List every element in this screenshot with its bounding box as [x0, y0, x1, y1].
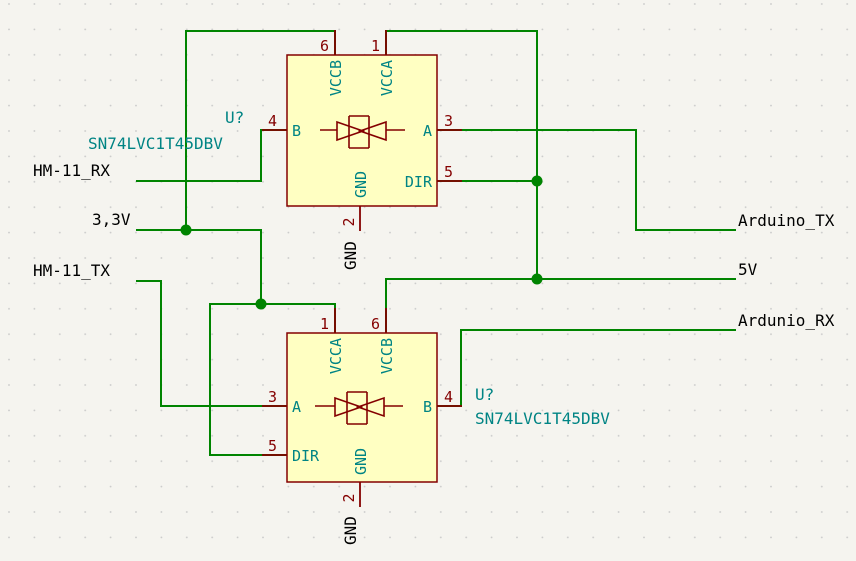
- u2-pin-name-b: B: [423, 398, 432, 416]
- u2-level-shifter-symbol: [315, 391, 403, 425]
- junction-dot: [531, 175, 543, 187]
- u2-pin-number-dir: 5: [268, 437, 277, 455]
- u1-pin-name-b: B: [292, 122, 301, 140]
- u2-pin-name-dir: DIR: [292, 447, 320, 465]
- u1-gnd-net-label[interactable]: GND: [341, 241, 360, 270]
- u1-pin-name-a: A: [423, 122, 432, 140]
- u1-pin-number-gnd: 2: [340, 217, 358, 226]
- u1-pin-name-gnd: GND: [352, 171, 370, 198]
- u2-pin-number-b: 4: [444, 388, 453, 406]
- u1-body[interactable]: [286, 54, 438, 207]
- u1-pins: [262, 30, 462, 231]
- u2-pin-number-vcca: 1: [320, 315, 329, 333]
- u1-pin-number-vccb: 6: [320, 37, 329, 55]
- u2-reference[interactable]: U?: [475, 385, 494, 404]
- u2-gnd-net-label[interactable]: GND: [341, 516, 360, 545]
- net-label-5v[interactable]: 5V: [738, 260, 758, 279]
- u2-pin-number-a: 3: [268, 388, 277, 406]
- net-labels: HM-11_RX 3,3V HM-11_TX Arduino_TX 5V Ard…: [33, 161, 835, 330]
- net-label-hm11-tx[interactable]: HM-11_TX: [33, 261, 110, 280]
- u1-pin-number-b: 4: [268, 112, 277, 130]
- u2-pin-number-vccb: 6: [371, 315, 380, 333]
- wire-u2-dir[interactable]: [209, 303, 287, 456]
- u2-pin-name-vccb: VCCB: [378, 338, 396, 374]
- u2-pin-number-gnd: 2: [340, 493, 358, 502]
- u2-value[interactable]: SN74LVC1T45DBV: [475, 409, 610, 428]
- u1-pin-name-vccb: VCCB: [327, 60, 345, 96]
- u1-pin-number-vcca: 1: [371, 37, 380, 55]
- u2-pins: [262, 308, 462, 507]
- u1-pin-name-vcca: VCCA: [378, 60, 396, 96]
- u2-pin-name-gnd: GND: [352, 448, 370, 475]
- u1-pin-number-dir: 5: [444, 163, 453, 181]
- wire-arduino-tx[interactable]: [437, 129, 736, 231]
- u1-pin-name-dir: DIR: [405, 173, 433, 191]
- u1-reference[interactable]: U?: [225, 108, 244, 127]
- component-u2[interactable]: 1 6 3 4 5 2 VCCA VCCB A B DIR GND U? SN7…: [262, 308, 610, 545]
- net-label-3v3[interactable]: 3,3V: [92, 210, 131, 229]
- u2-pin-name-a: A: [292, 398, 301, 416]
- junction-dot: [180, 224, 192, 236]
- component-u1[interactable]: 6 1 4 3 5 2 VCCB VCCA B A DIR GND U? SN7…: [88, 30, 462, 270]
- net-label-arduino-tx[interactable]: Arduino_TX: [738, 211, 835, 230]
- net-label-ardunio-rx[interactable]: Ardunio_RX: [738, 311, 835, 330]
- u1-value[interactable]: SN74LVC1T45DBV: [88, 134, 223, 153]
- net-label-hm11-rx[interactable]: HM-11_RX: [33, 161, 110, 180]
- u2-pin-name-vcca: VCCA: [327, 338, 345, 374]
- junction-dot: [255, 298, 267, 310]
- u1-level-shifter-symbol: [320, 115, 405, 149]
- junction-dot: [531, 273, 543, 285]
- junctions: [180, 175, 543, 310]
- u1-pin-number-a: 3: [444, 112, 453, 130]
- wire-hm11-tx[interactable]: [136, 280, 287, 407]
